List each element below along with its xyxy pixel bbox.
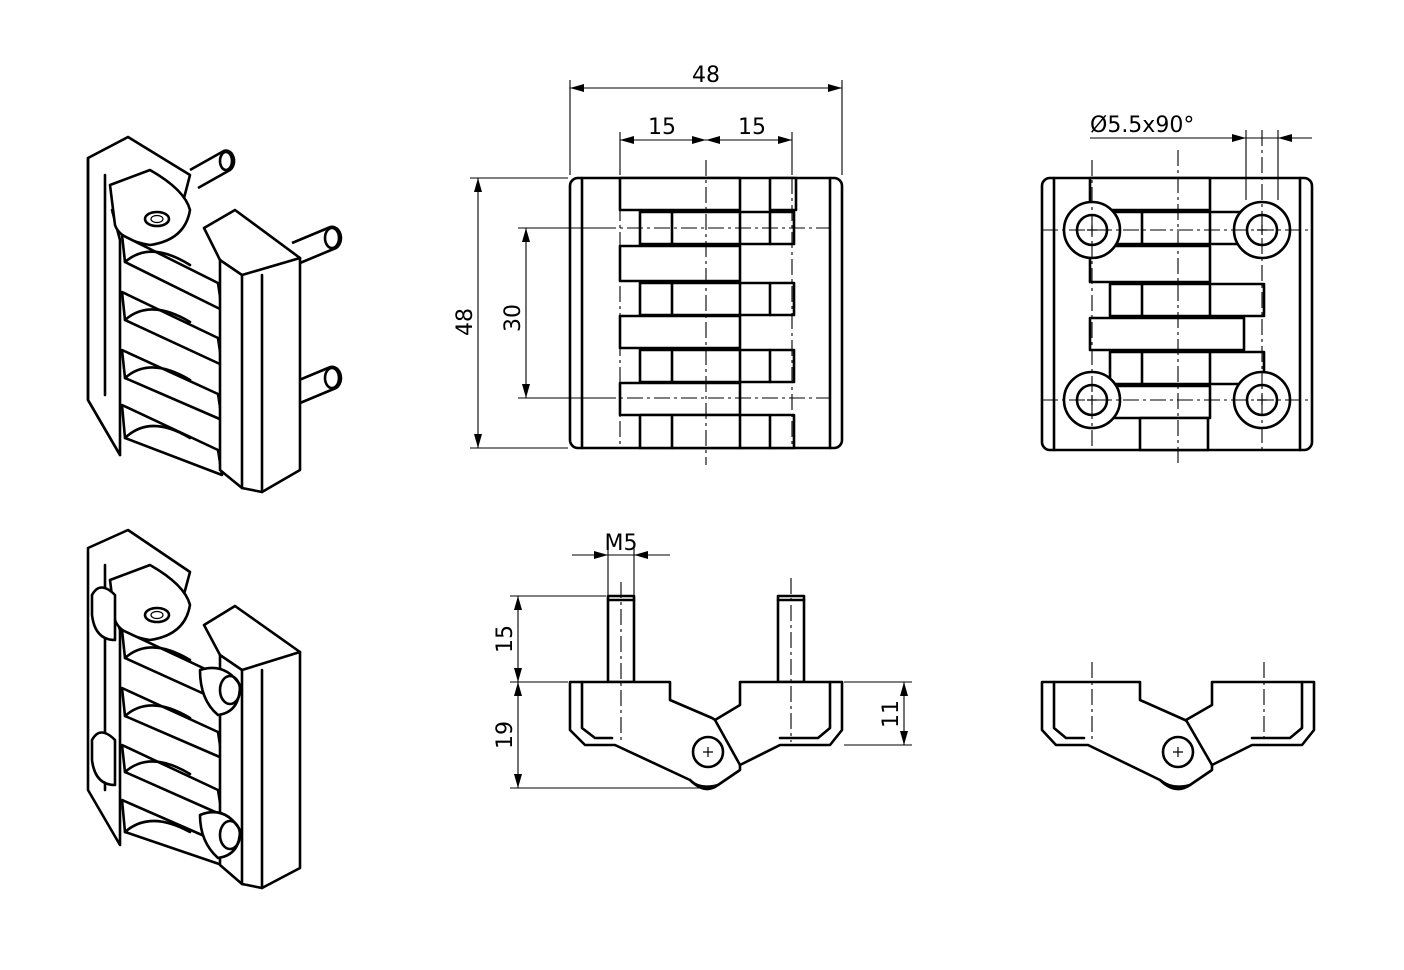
dim-text-15-right: 15 xyxy=(738,115,766,140)
dim-text-19: 19 xyxy=(493,721,518,749)
isometric-view-open xyxy=(86,528,302,890)
dimension-thread: M5 xyxy=(572,531,670,595)
side-view-alt xyxy=(1040,662,1316,791)
dimension-overall-height: 48 xyxy=(453,177,568,449)
dim-text-48-width: 48 xyxy=(692,63,720,88)
dim-text-countersink: Ø5.5x90° xyxy=(1090,113,1194,138)
dimension-vertical-spacing: 30 xyxy=(501,227,600,399)
dimension-body-height: 19 xyxy=(493,682,700,789)
dimension-leaf-thickness: 11 xyxy=(844,681,912,746)
dim-text-11: 11 xyxy=(879,700,904,728)
front-view xyxy=(568,160,844,465)
dimension-stud-length: 15 xyxy=(493,595,606,683)
side-view xyxy=(568,578,844,791)
dimension-hole-pitch: 15 15 xyxy=(619,115,793,175)
dim-text-15-stud: 15 xyxy=(493,625,518,653)
dim-text-m5: M5 xyxy=(605,531,638,556)
dim-text-15-left: 15 xyxy=(648,115,676,140)
dim-text-48-height: 48 xyxy=(453,308,478,336)
rear-view xyxy=(1040,130,1314,465)
isometric-view-closed xyxy=(86,135,343,494)
dimension-overall-width: 48 xyxy=(569,63,843,175)
dimension-countersink: Ø5.5x90° xyxy=(1090,113,1312,200)
dim-text-30: 30 xyxy=(501,304,526,332)
